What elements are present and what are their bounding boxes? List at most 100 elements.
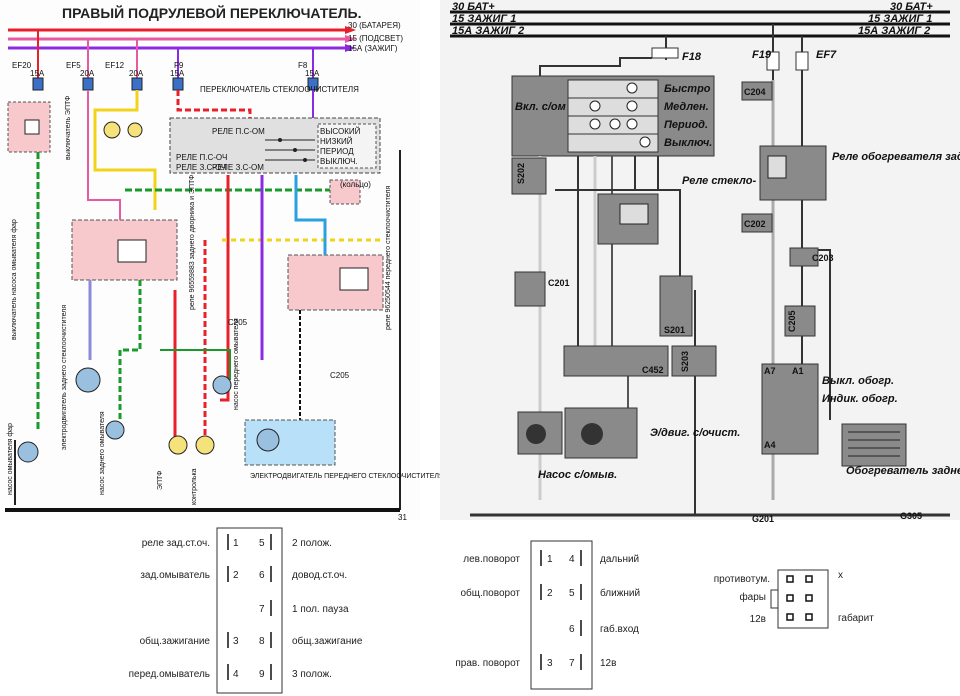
left-relay-label-2: РЕЛЕ П.С-ОМ: [212, 127, 265, 136]
left-relay-label-3: РЕЛЕ З.С-ОМ: [212, 163, 264, 172]
conn-c203: C203: [812, 253, 834, 263]
pm-left-0: лев.поворот: [463, 554, 520, 565]
pl-pin-l-4: 4: [233, 669, 239, 680]
right-ground-g201: G201: [752, 514, 774, 524]
pl-right-4: 3 полож.: [292, 669, 332, 680]
right-fuse-ef7: EF7: [816, 49, 837, 61]
right-switch-pos-interval: Период.: [664, 119, 708, 131]
left-connector-c205-a: C205: [228, 318, 248, 327]
pr-label-12v: 12в: [750, 614, 766, 625]
fuse-label-ef12: EF12: [105, 61, 125, 70]
pr-label-lamps: фары: [739, 591, 766, 603]
left-bus-label-15: 15 (ПОДСВЕТ): [348, 34, 403, 43]
indicator-lamp-icon: [195, 435, 215, 455]
pm-right-0: дальний: [600, 554, 639, 565]
right-bus-label-15a: 15А ЗАЖИГ 2: [452, 25, 524, 37]
pinout-left-table: реле зад.ст.оч. 1 5 2 полож. зад.омывате…: [129, 527, 363, 694]
left-vlabel-7: насос заднего омывателя: [99, 411, 106, 495]
pl-pin-l-3: 3: [233, 636, 239, 647]
right-pump-label: Насос с/омыв.: [538, 469, 617, 481]
right-heater-label: Обогреватель заднего стекла: [846, 465, 960, 477]
pm-right-1: ближний: [600, 587, 640, 599]
pm-pin-l-3: 3: [547, 658, 553, 669]
pinout-right-connector: противотум. фары 12в x габарит: [714, 569, 874, 629]
left-diagram: ПРАВЫЙ ПОДРУЛЕВОЙ ПЕРЕКЛЮЧАТЕЛЬ. 30 (БАТ…: [0, 0, 444, 522]
right-heater-pin-a7: A7: [764, 366, 776, 376]
right-bus-label-30: 30 БАТ+: [452, 1, 495, 13]
pl-right-2: 1 пол. пауза: [292, 604, 349, 615]
left-vlabel-6: электродвигатель заднего стеклоочистител…: [61, 305, 68, 450]
washer-pump-icon: [526, 424, 546, 444]
left-vlabel-9: контролька: [191, 468, 198, 505]
pm-left-3: прав. поворот: [455, 658, 520, 669]
left-fuses: EF20 EF5 EF12 F9 F8 15A 20A 20A 15A 15A: [12, 30, 320, 91]
fuse-rating-f8: 15A: [305, 69, 320, 78]
pl-pin-r-1: 6: [259, 570, 265, 581]
pl-left-0: реле зад.ст.оч.: [142, 538, 210, 549]
right-heater-pin-a4: A4: [764, 440, 776, 450]
pl-right-0: 2 полож.: [292, 538, 332, 549]
pm-pin-l-1: 2: [547, 588, 553, 599]
pl-pin-l-1: 2: [233, 570, 239, 581]
left-switch-pos-low: НИЗКИЙ: [320, 137, 353, 146]
right-switch-pos-slow: Медлен.: [664, 101, 709, 113]
conn-c202: C202: [744, 219, 766, 229]
left-switch-pos-high: ВЫСОКИЙ: [320, 127, 361, 136]
left-vlabel-4: реле 96250544 переднего стеклоочистителя: [385, 186, 392, 330]
conn-c204: C204: [744, 87, 766, 97]
left-switch-pos-off: ВЫКЛЮЧ.: [320, 157, 358, 166]
left-motor-label: ЭЛЕКТРОДВИГАТЕЛЬ ПЕРЕДНЕГО СТЕКЛООЧИСТИТ…: [250, 473, 444, 480]
left-bus-label-30: 30 (БАТАРЕЯ): [348, 21, 401, 30]
pm-right-2: габ.вход: [600, 623, 639, 635]
pl-pin-r-4: 9: [259, 669, 265, 680]
left-vlabel-8: ЭПТФ: [157, 471, 164, 490]
right-switch-pos-off: Выключ.: [664, 137, 712, 149]
left-ring-label: (кольцо): [340, 180, 371, 189]
left-bus-label-15a: 15А (ЗАЖИГ): [348, 44, 398, 53]
conn-c452: C452: [642, 365, 664, 375]
pl-pin-r-0: 5: [259, 538, 265, 549]
right-heater-switch-off: Выкл. обогр.: [822, 375, 894, 387]
left-relay-label-1: РЕЛЕ З.С-ОЧ: [176, 163, 226, 172]
right-fuse-f19: F19: [752, 49, 772, 61]
pm-left-1: общ.поворот: [460, 587, 520, 599]
right-bus-label-15a-r: 15А ЗАЖИГ 2: [858, 25, 930, 37]
left-connector-c205-b: C205: [330, 371, 350, 380]
pm-pin-r-1: 5: [569, 588, 575, 599]
rear-washer-pump-icon: [105, 420, 125, 440]
pm-pin-l-0: 1: [547, 554, 553, 565]
pm-pin-r-0: 4: [569, 554, 575, 565]
fuse-label-f9: F9: [174, 61, 184, 70]
left-switch-label-text: ПЕРЕКЛЮЧАТЕЛЬ СТЕКЛООЧИСТИТЕЛЯ: [200, 85, 359, 94]
front-wiper-motor-icon: [256, 428, 280, 452]
left-vlabel-2: выключатель ЭПТФ: [65, 96, 72, 160]
fuse-rating-f9: 15A: [170, 69, 185, 78]
pl-pin-r-2: 7: [259, 604, 265, 615]
pl-left-3: общ.зажигание: [140, 635, 211, 647]
right-heater-pin-a1: A1: [792, 366, 804, 376]
fuse-label-ef5: EF5: [66, 61, 81, 70]
left-ground-label: 31: [398, 513, 407, 522]
right-bus-label-30-r: 30 БАТ+: [890, 1, 933, 13]
right-fuse-f18: F18: [682, 51, 702, 63]
headlamp-washer-pump-icon: [17, 441, 39, 463]
right-switch-label: Вкл. с/ом: [515, 101, 566, 113]
fuse-label-ef20: EF20: [12, 61, 32, 70]
pm-pin-r-2: 6: [569, 624, 575, 635]
right-switch-pos-fast: Быстро: [664, 83, 711, 95]
right-connectors: C204 C202 C203 C201 C205 C452 S202 S201 …: [511, 81, 834, 377]
pr-label-parking: габарит: [838, 612, 874, 624]
left-title: ПРАВЫЙ ПОДРУЛЕВОЙ ПЕРЕКЛЮЧАТЕЛЬ.: [62, 4, 362, 21]
conn-c205: C205: [787, 310, 797, 332]
left-switch-pos-interval: ПЕРИОД: [320, 147, 354, 156]
pl-pin-l-0: 1: [233, 538, 239, 549]
pl-pin-r-3: 8: [259, 636, 265, 647]
fuse-rating-ef5: 20A: [80, 69, 95, 78]
eptf-lamp-icon: [168, 435, 188, 455]
fuse-rating-ef20: 15A: [30, 69, 45, 78]
right-relay-heater-label: Реле обогревателя заднего стекла: [832, 151, 960, 163]
left-vlabel-5: насос омывателя фар: [7, 423, 14, 495]
left-relay-label-0: РЕЛЕ П.С-ОЧ: [176, 153, 227, 162]
wiper-motor-icon: [581, 423, 603, 445]
